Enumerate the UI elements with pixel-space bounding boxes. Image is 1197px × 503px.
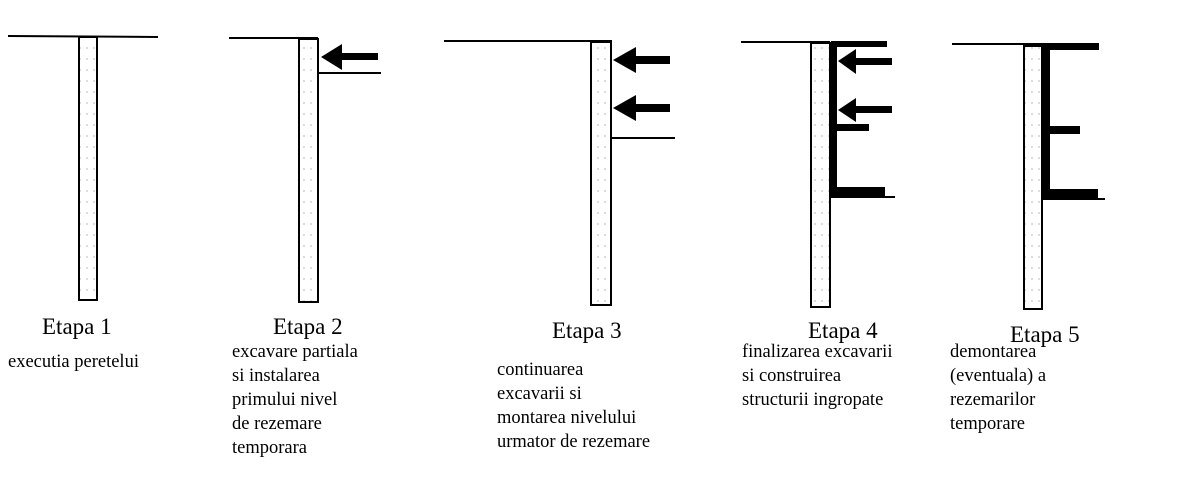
description-line: si instalarea <box>232 366 320 386</box>
stage-3-title: Etapa 3 <box>552 318 622 343</box>
description-line: montarea nivelului <box>497 408 637 428</box>
support-arrow-icon <box>321 44 378 70</box>
stage-1-drawing <box>7 35 159 301</box>
stage-3-description: continuarea excavarii si montarea nivelu… <box>497 358 650 454</box>
stage-3-drawing <box>444 40 675 306</box>
support-arrow-icon <box>613 47 670 73</box>
stage-1-title: Etapa 1 <box>42 314 112 339</box>
stage-5-title: Etapa 5 <box>1010 322 1080 347</box>
diaphragm-wall <box>1023 45 1043 310</box>
stage-4-description: finalizarea excavarii si construirea str… <box>742 340 892 412</box>
support-arrow-icon <box>838 98 892 122</box>
diaphragm-wall <box>298 38 319 303</box>
stage-1-description: executia peretelui <box>8 350 139 374</box>
description-line: structurii ingropate <box>742 390 884 410</box>
description-line: si construirea <box>742 366 842 386</box>
stage-2-description: excavare partiala si instalarea primului… <box>232 340 358 460</box>
support-arrow-icon <box>613 95 670 121</box>
description-line: de rezemare <box>232 414 322 434</box>
description-line: primului nivel <box>232 390 338 410</box>
stage-2-title: Etapa 2 <box>273 314 343 339</box>
description-line: temporara <box>232 438 307 458</box>
description-line: rezemarilor <box>950 390 1036 410</box>
stage-4-drawing <box>741 41 895 308</box>
diaphragm-wall <box>810 42 831 308</box>
stage-4-title: Etapa 4 <box>808 318 878 343</box>
support-arrow-icon <box>838 49 892 74</box>
description-line: (eventuala) a <box>950 366 1047 386</box>
description-line: temporare <box>950 414 1025 434</box>
description-line: continuarea <box>497 360 584 380</box>
diaphragm-wall <box>590 41 612 306</box>
underground-structure <box>831 41 887 196</box>
description-line: excavare partiala <box>232 342 358 362</box>
description-line: excavarii si <box>497 384 582 404</box>
diaphragm-wall <box>78 36 98 301</box>
description-line: finalizarea excavarii <box>742 342 893 362</box>
stage-5-drawing <box>952 43 1105 310</box>
description-line: demontarea <box>950 342 1037 362</box>
stage-2-drawing <box>229 37 381 303</box>
description-line: urmator de rezemare <box>497 432 651 452</box>
stage-5-description: demontarea (eventuala) a rezemarilor tem… <box>950 340 1046 436</box>
underground-structure <box>1043 43 1099 199</box>
description-line: executia peretelui <box>8 352 139 372</box>
